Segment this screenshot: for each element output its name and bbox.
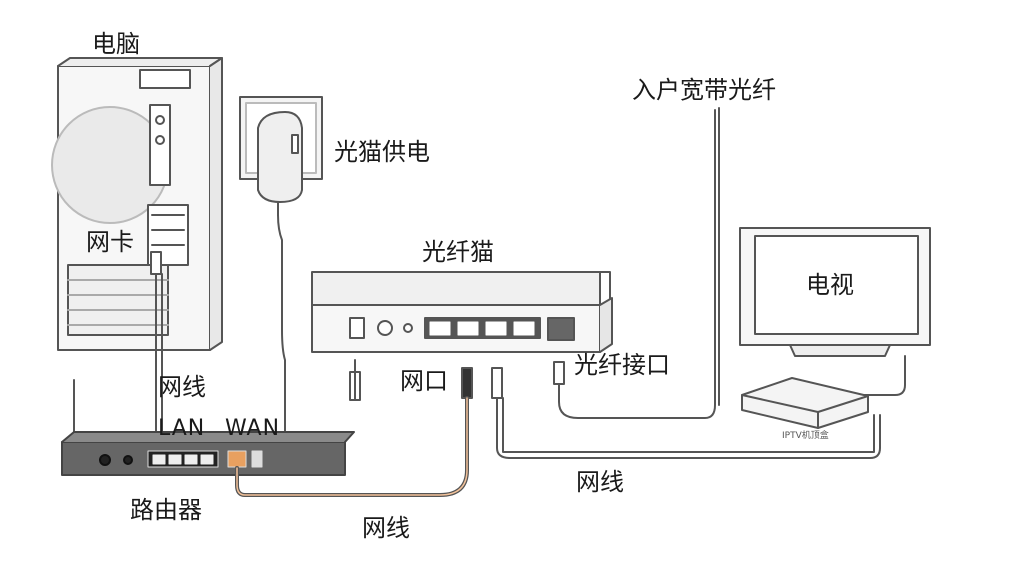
- label-router: 路由器: [130, 496, 202, 524]
- label-wan: WAN: [225, 416, 281, 441]
- label-lan: LAN: [158, 416, 206, 441]
- power-cord: [277, 214, 286, 433]
- computer-illustration: [51, 57, 223, 351]
- power-adapter-illustration: [239, 96, 323, 216]
- label-cable-pc: 网线: [158, 373, 206, 401]
- router-illustration: [61, 379, 355, 476]
- label-fiber-in: 入户宽带光纤: [632, 76, 776, 104]
- tv-illustration: [739, 227, 931, 357]
- label-cable-wan: 网线: [362, 514, 410, 542]
- label-fiber-modem: 光纤猫: [422, 238, 494, 266]
- fiber-modem-illustration: [311, 271, 613, 353]
- iptv-cable: [496, 397, 881, 459]
- label-net-port: 网口: [400, 367, 448, 395]
- label-computer: 电脑: [92, 30, 140, 58]
- label-cable-stb: 网线: [576, 468, 624, 496]
- label-fiber-port: 光纤接口: [574, 351, 670, 379]
- label-nic: 网卡: [86, 228, 134, 256]
- label-tv: 电视: [806, 271, 854, 299]
- label-modem-power: 光猫供电: [334, 138, 430, 166]
- iptv-box-illustration: [741, 377, 869, 429]
- label-stb: IPTV机顶盒: [782, 431, 829, 441]
- fiber-cable: [558, 109, 716, 419]
